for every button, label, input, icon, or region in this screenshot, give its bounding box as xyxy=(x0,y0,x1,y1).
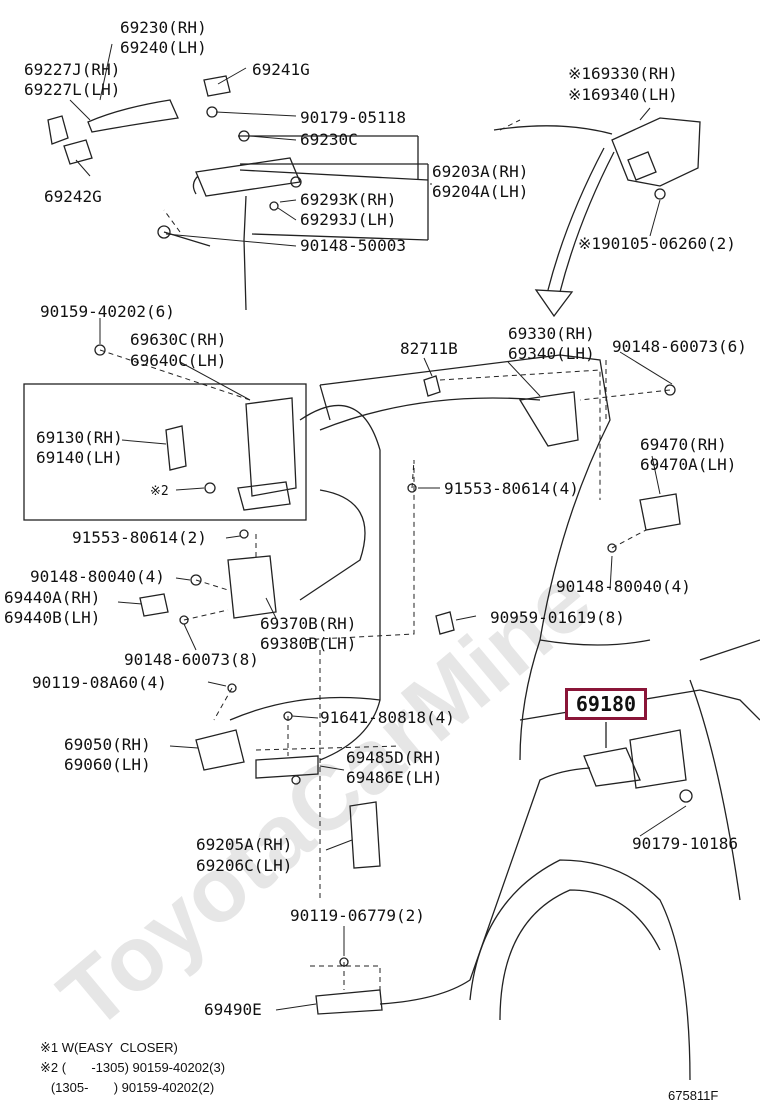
part-label: 69485D(RH) xyxy=(346,748,443,767)
part-label: 90179-10186 xyxy=(632,834,738,853)
part-label: ※169340(LH) xyxy=(568,85,678,104)
part-label: 69060(LH) xyxy=(64,755,151,774)
part-label: 69205A(RH) xyxy=(196,835,293,854)
part-label: 69486E(LH) xyxy=(346,768,443,787)
part-label: 90148-80040(4) xyxy=(30,567,165,586)
part-label: 69380B(LH) xyxy=(260,634,357,653)
part-label: 69293J(LH) xyxy=(300,210,397,229)
part-label: 90959-01619(8) xyxy=(490,608,625,627)
footnote: (1305- ) 90159-40202(2) xyxy=(40,1080,215,1095)
part-label: 69440B(LH) xyxy=(4,608,101,627)
part-label: 90148-60073(6) xyxy=(612,337,747,356)
part-label: 90179-05118 xyxy=(300,108,406,127)
part-label: 90148-60073(8) xyxy=(124,650,259,669)
highlighted-part-box[interactable]: 69180 xyxy=(565,688,647,720)
part-label: 69240(LH) xyxy=(120,38,207,57)
part-label: 91641-80818(4) xyxy=(320,708,455,727)
part-label: 69206C(LH) xyxy=(196,856,293,875)
part-label: 69293K(RH) xyxy=(300,190,397,209)
part-label: 69230C xyxy=(300,130,358,149)
part-label: 69330(RH) xyxy=(508,324,595,343)
part-label: 90148-80040(4) xyxy=(556,577,691,596)
part-label: 90119-06779(2) xyxy=(290,906,425,925)
part-label: 82711B xyxy=(400,339,458,358)
part-label: 90159-40202(6) xyxy=(40,302,175,321)
part-label: 69227L(LH) xyxy=(24,80,121,99)
part-label: 69203A(RH) xyxy=(432,162,529,181)
part-label: 69130(RH) xyxy=(36,428,123,447)
part-label: 69640C(LH) xyxy=(130,351,227,370)
part-label: ※2 xyxy=(150,484,169,499)
part-label: 69370B(RH) xyxy=(260,614,357,633)
diagram-reference: 675811F xyxy=(668,1088,719,1103)
part-label: 69470(RH) xyxy=(640,435,727,454)
part-label: 69630C(RH) xyxy=(130,330,227,349)
part-label: 91553-80614(4) xyxy=(444,479,579,498)
part-label: 69227J(RH) xyxy=(24,60,121,79)
part-label: 91553-80614(2) xyxy=(72,528,207,547)
part-label: 69241G xyxy=(252,60,310,79)
part-label: 69204A(LH) xyxy=(432,182,529,201)
part-label: 90119-08A60(4) xyxy=(32,673,167,692)
part-label: 90148-50003 xyxy=(300,236,406,255)
footnote: ※2 ( -1305) 90159-40202(3) xyxy=(40,1060,226,1075)
footnote: ※1 W(EASY CLOSER) xyxy=(40,1040,178,1055)
part-label: ※169330(RH) xyxy=(568,64,678,83)
part-label: 69140(LH) xyxy=(36,448,123,467)
part-label: 69490E xyxy=(204,1000,262,1019)
part-label: ※190105-06260(2) xyxy=(578,234,736,253)
part-label: 69242G xyxy=(44,187,102,206)
part-label: 69230(RH) xyxy=(120,18,207,37)
part-label: 69470A(LH) xyxy=(640,455,737,474)
part-label: 69050(RH) xyxy=(64,735,151,754)
part-label: 69440A(RH) xyxy=(4,588,101,607)
part-label: 69340(LH) xyxy=(508,344,595,363)
